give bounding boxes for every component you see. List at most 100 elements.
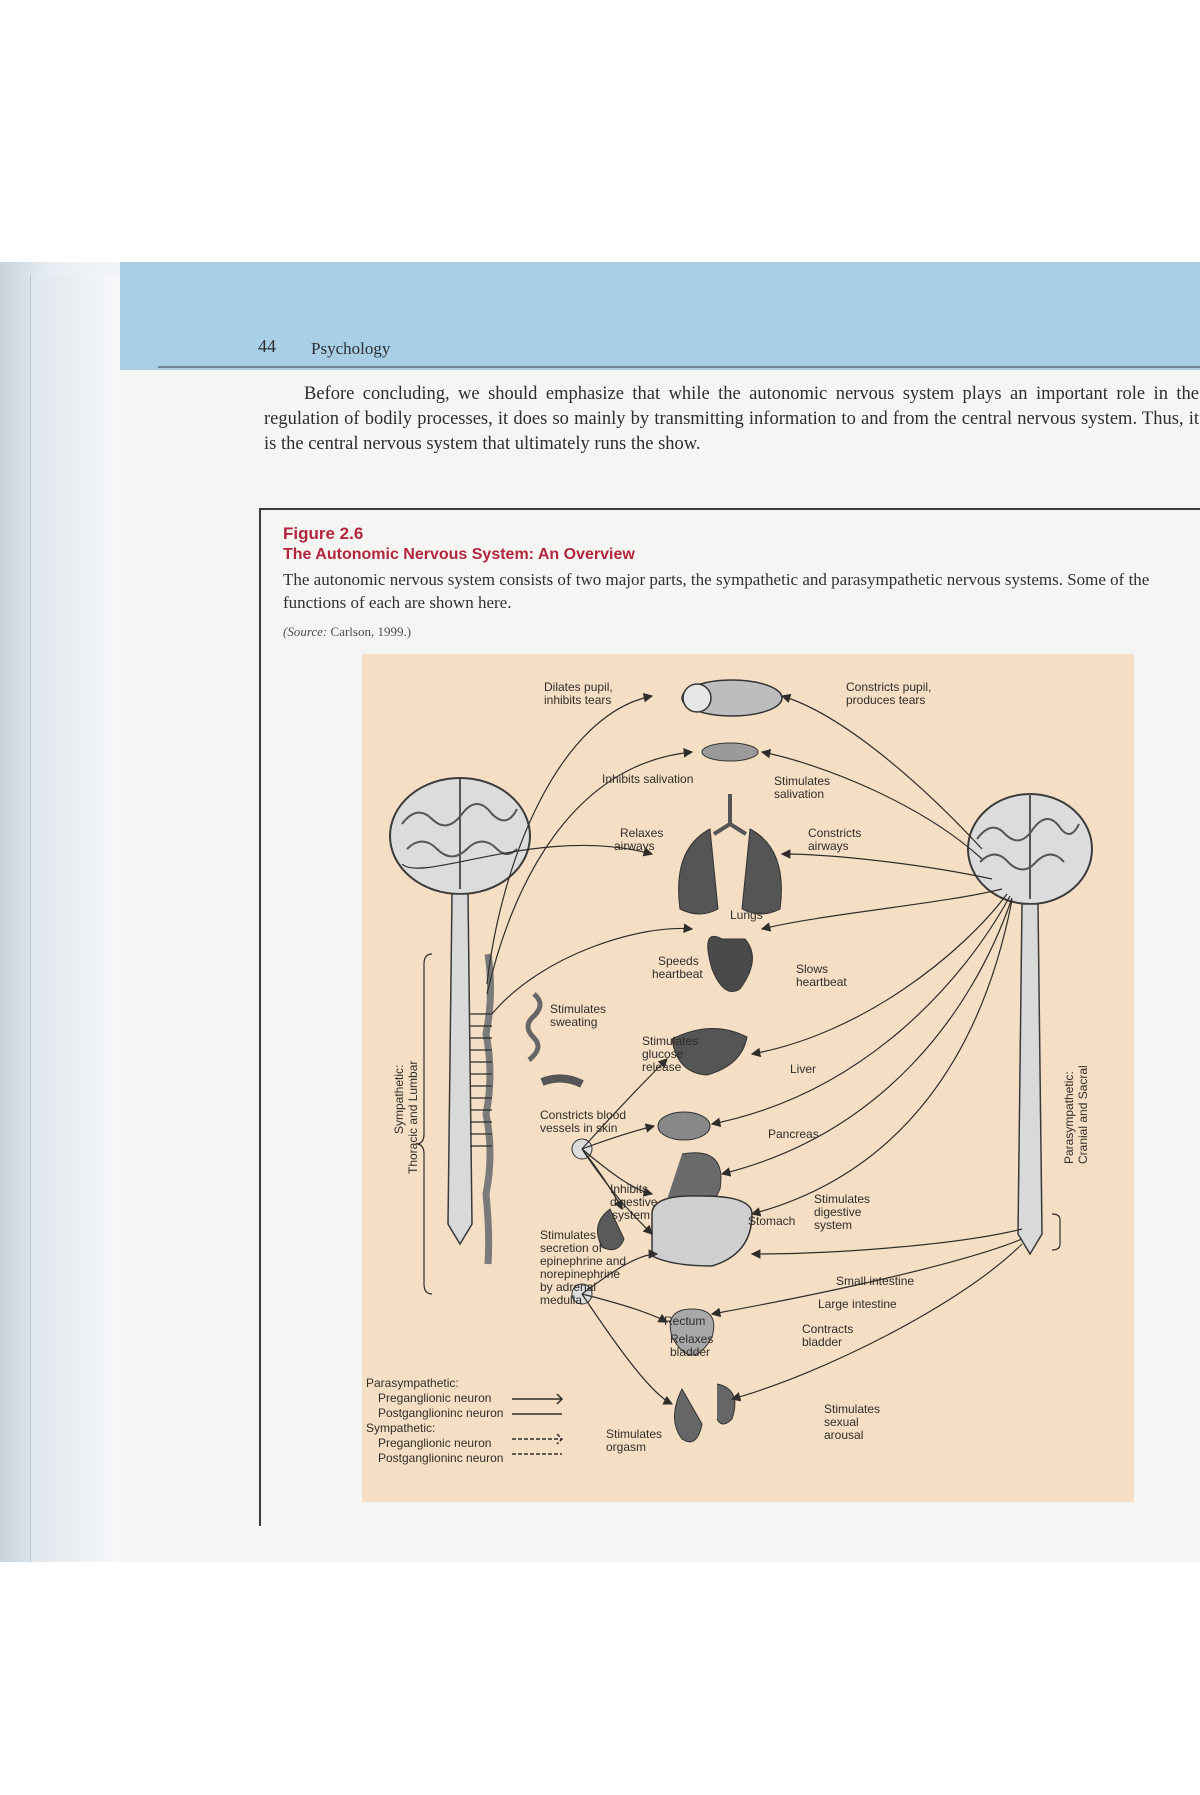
sympathetic-chain: [482, 953, 495, 1265]
intestine-icon: [651, 1195, 753, 1267]
figure-caption: The autonomic nervous system consists of…: [283, 570, 1150, 612]
body-paragraph: Before concluding, we should emphasize t…: [264, 382, 1199, 457]
legend-para-post: Postganglioninc neuron: [378, 1406, 504, 1420]
label-secretion-2: secretion of: [540, 1241, 603, 1255]
figure-title: The Autonomic Nervous System: An Overvie…: [283, 546, 635, 563]
legend-para-pre: Preganglionic neuron: [378, 1391, 492, 1405]
label-constricts-blood-1: Constricts blood: [540, 1108, 627, 1122]
label-relaxes-bladder-2: bladder: [670, 1345, 711, 1359]
label-contracts-bladder-1: Contracts: [802, 1322, 854, 1336]
eye-icon: [681, 679, 783, 717]
label-stimulates-sexual-2: sexual: [824, 1415, 859, 1429]
figure-source: (Source: Carlson, 1999.): [283, 624, 411, 640]
label-inhibits-tears: inhibits tears: [544, 693, 612, 707]
label-relaxes-airways-1: Relaxes: [620, 826, 664, 840]
legend-sympathetic: Sympathetic:: [366, 1421, 436, 1435]
label-glucose-3: release: [642, 1060, 682, 1074]
figure-top-rule: [259, 508, 1200, 510]
label-produces-tears: produces tears: [846, 693, 926, 707]
sweat-gland-icon: [525, 992, 543, 1062]
label-stimulates-salivation-2: salivation: [774, 787, 825, 801]
page-stack-edge-inner: [30, 275, 121, 1562]
label-speeds-heartbeat-2: heartbeat: [652, 967, 703, 981]
label-pancreas: Pancreas: [768, 1127, 819, 1141]
figure-label: Figure 2.6: [283, 524, 364, 543]
label-constricts-airways-2: airways: [808, 839, 849, 853]
label-stimulates-sweating-1: Stimulates: [550, 1002, 607, 1016]
label-secretion-1: Stimulates: [540, 1228, 597, 1242]
label-constricts-airways-1: Constricts: [808, 826, 862, 840]
label-dilates-pupil: Dilates pupil,: [544, 680, 613, 694]
salivary-gland-icon: [701, 742, 759, 762]
header-rule: [158, 366, 1200, 368]
sacral-bracket: [1051, 1213, 1061, 1251]
label-parasympathetic-side-2: Cranial and Sacral: [1076, 1065, 1090, 1164]
label-speeds-heartbeat-1: Speeds: [658, 954, 699, 968]
photo-background-bottom: [0, 1562, 1200, 1795]
label-secretion-6: medulla: [540, 1293, 583, 1307]
reproductive-organ-icon: [674, 1383, 736, 1443]
left-spinal-cord: [447, 893, 473, 1246]
label-sympathetic-side-1: Sympathetic:: [392, 1064, 406, 1134]
label-stimulates-digestive-2: digestive: [814, 1205, 862, 1219]
label-slows-heartbeat-2: heartbeat: [796, 975, 847, 989]
label-secretion-5: by adrenal: [540, 1280, 597, 1294]
label-sympathetic-side-2: Thoracic and Lumbar: [406, 1060, 420, 1174]
right-brain-icon: [967, 793, 1093, 905]
label-stimulates-orgasm-1: Stimulates: [606, 1427, 663, 1441]
label-secretion-4: norepinephrine: [540, 1267, 621, 1281]
legend-line-samples: [512, 1393, 564, 1455]
label-inhibits-salivation: Inhibits salivation: [602, 772, 694, 786]
autonomic-diagram-art: [389, 679, 1093, 1455]
sympathetic-bracket: [415, 953, 433, 1295]
label-stimulates-digestive-3: system: [814, 1218, 853, 1232]
legend-sym-pre: Preganglionic neuron: [378, 1436, 492, 1450]
label-constricts-blood-2: vessels in skin: [540, 1121, 618, 1135]
label-rectum: Rectum: [664, 1314, 706, 1328]
heart-icon: [707, 935, 753, 992]
label-glucose-2: glucose: [642, 1047, 684, 1061]
label-inhibits-digestive-3: system: [612, 1208, 651, 1222]
label-inhibits-digestive-1: Inhibits: [610, 1182, 649, 1196]
label-inhibits-digestive-2: digestive: [610, 1195, 658, 1209]
label-stimulates-sweating-2: sweating: [550, 1015, 598, 1029]
label-parasympathetic-side-1: Parasympathetic:: [1062, 1071, 1076, 1164]
legend-parasympathetic: Parasympathetic:: [366, 1376, 459, 1390]
label-slows-heartbeat-1: Slows: [796, 962, 829, 976]
lungs-icon: [678, 794, 782, 915]
body-paragraph-text: Before concluding, we should emphasize t…: [264, 384, 1199, 454]
label-lungs: Lungs: [730, 908, 763, 922]
bladder-icon: [669, 1308, 715, 1356]
legend: Parasympathetic: Preganglionic neuron Po…: [366, 1376, 503, 1466]
label-large-intestine: Large intestine: [818, 1297, 897, 1311]
right-spinal-cord: [1017, 903, 1043, 1256]
label-glucose-1: Stimulates: [642, 1034, 699, 1048]
label-small-intestine: Small intestine: [836, 1274, 915, 1288]
legend-sym-post: Postganglioninc neuron: [378, 1451, 504, 1465]
page-number: 44: [258, 336, 276, 356]
label-stimulates-digestive-1: Stimulates: [814, 1192, 871, 1206]
header-band: [120, 262, 1200, 370]
left-brain-icon: [389, 777, 531, 895]
label-liver: Liver: [790, 1062, 817, 1076]
liver-icon: [671, 1028, 748, 1076]
label-stimulates-sexual-3: arousal: [824, 1428, 864, 1442]
figure-source-prefix: (Source:: [283, 624, 328, 639]
label-constricts-pupil: Constricts pupil,: [846, 680, 932, 694]
label-stimulates-sexual-1: Stimulates: [824, 1402, 881, 1416]
label-relaxes-bladder-1: Relaxes: [670, 1332, 714, 1346]
autonomic-diagram: Dilates pupil, inhibits tears Constricts…: [362, 654, 1134, 1502]
figure-source-text: Carlson, 1999.): [327, 624, 412, 639]
figure-left-rule: [259, 508, 261, 1526]
label-stomach: Stomach: [748, 1214, 796, 1228]
label-stimulates-orgasm-2: orgasm: [606, 1440, 647, 1454]
label-stimulates-salivation-1: Stimulates: [774, 774, 831, 788]
pancreas-icon: [657, 1111, 711, 1141]
label-secretion-3: epinephrine and: [540, 1254, 627, 1268]
skin-vessel-icon: [540, 1074, 584, 1088]
nerve-connections: [401, 692, 1023, 1405]
adrenal-kidney-icon: [597, 1208, 625, 1251]
photo-background-top: [0, 0, 1200, 262]
label-contracts-bladder-2: bladder: [802, 1335, 843, 1349]
running-head: Psychology: [311, 339, 391, 358]
